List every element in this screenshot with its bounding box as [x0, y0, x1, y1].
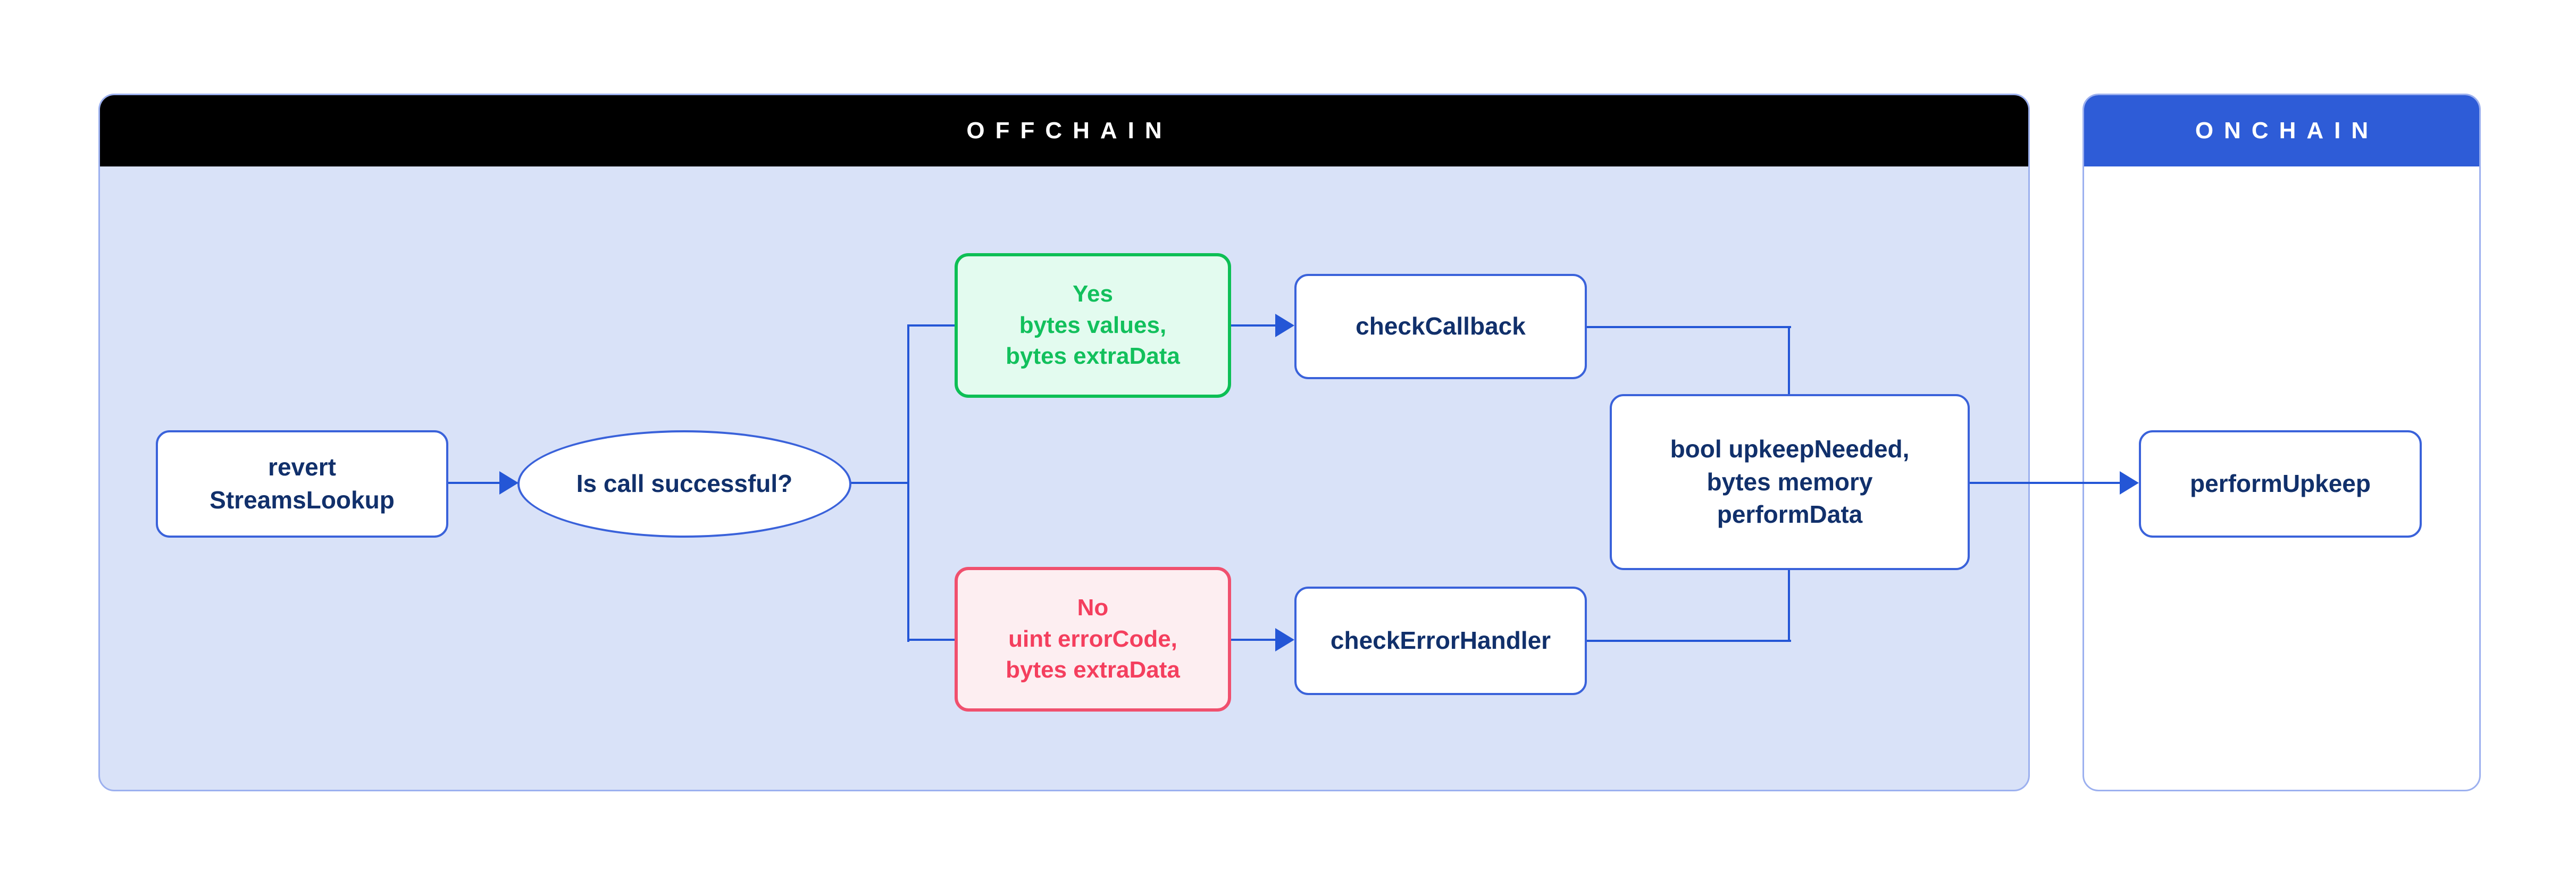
arrowhead-into-checkerrorhandler [1275, 628, 1294, 651]
node-check-callback: checkCallback [1294, 274, 1587, 379]
onchain-title: ONCHAIN [2195, 118, 2379, 144]
edge-checkcallback-out [1586, 326, 1791, 328]
edge-checkcallback-down-to-result [1788, 326, 1790, 396]
onchain-panel-header: ONCHAIN [2084, 95, 2479, 166]
edge-no-to-checkerrorhandler [1230, 639, 1276, 641]
edge-yes-to-checkcallback [1230, 324, 1276, 327]
arrowhead-into-checkcallback [1275, 314, 1294, 337]
edge-branch-to-yes [907, 324, 957, 327]
arrowhead-into-performupkeep [2120, 471, 2139, 495]
node-perform-upkeep: performUpkeep [2139, 430, 2422, 538]
node-no-branch: No uint errorCode, bytes extraData [955, 567, 1231, 712]
edge-revert-to-decision [448, 482, 501, 484]
offchain-panel-header: OFFCHAIN [100, 95, 2028, 166]
edge-result-to-performupkeep [1969, 482, 2121, 484]
arrowhead-into-decision [499, 471, 518, 495]
node-is-call-successful: Is call successful? [517, 430, 851, 538]
edge-checkerrorhandler-out [1586, 640, 1791, 642]
edge-branch-vertical [907, 324, 909, 642]
node-upkeep-result: bool upkeepNeeded, bytes memory performD… [1610, 394, 1970, 570]
offchain-title: OFFCHAIN [966, 118, 1173, 144]
edge-decision-to-branch [850, 482, 909, 484]
edge-branch-to-no [907, 639, 957, 641]
node-check-error-handler: checkErrorHandler [1294, 587, 1587, 695]
edge-checkerrorhandler-up-to-result [1788, 569, 1790, 642]
node-revert-streamslookup: revert StreamsLookup [156, 430, 448, 538]
node-yes-branch: Yes bytes values, bytes extraData [955, 253, 1231, 398]
